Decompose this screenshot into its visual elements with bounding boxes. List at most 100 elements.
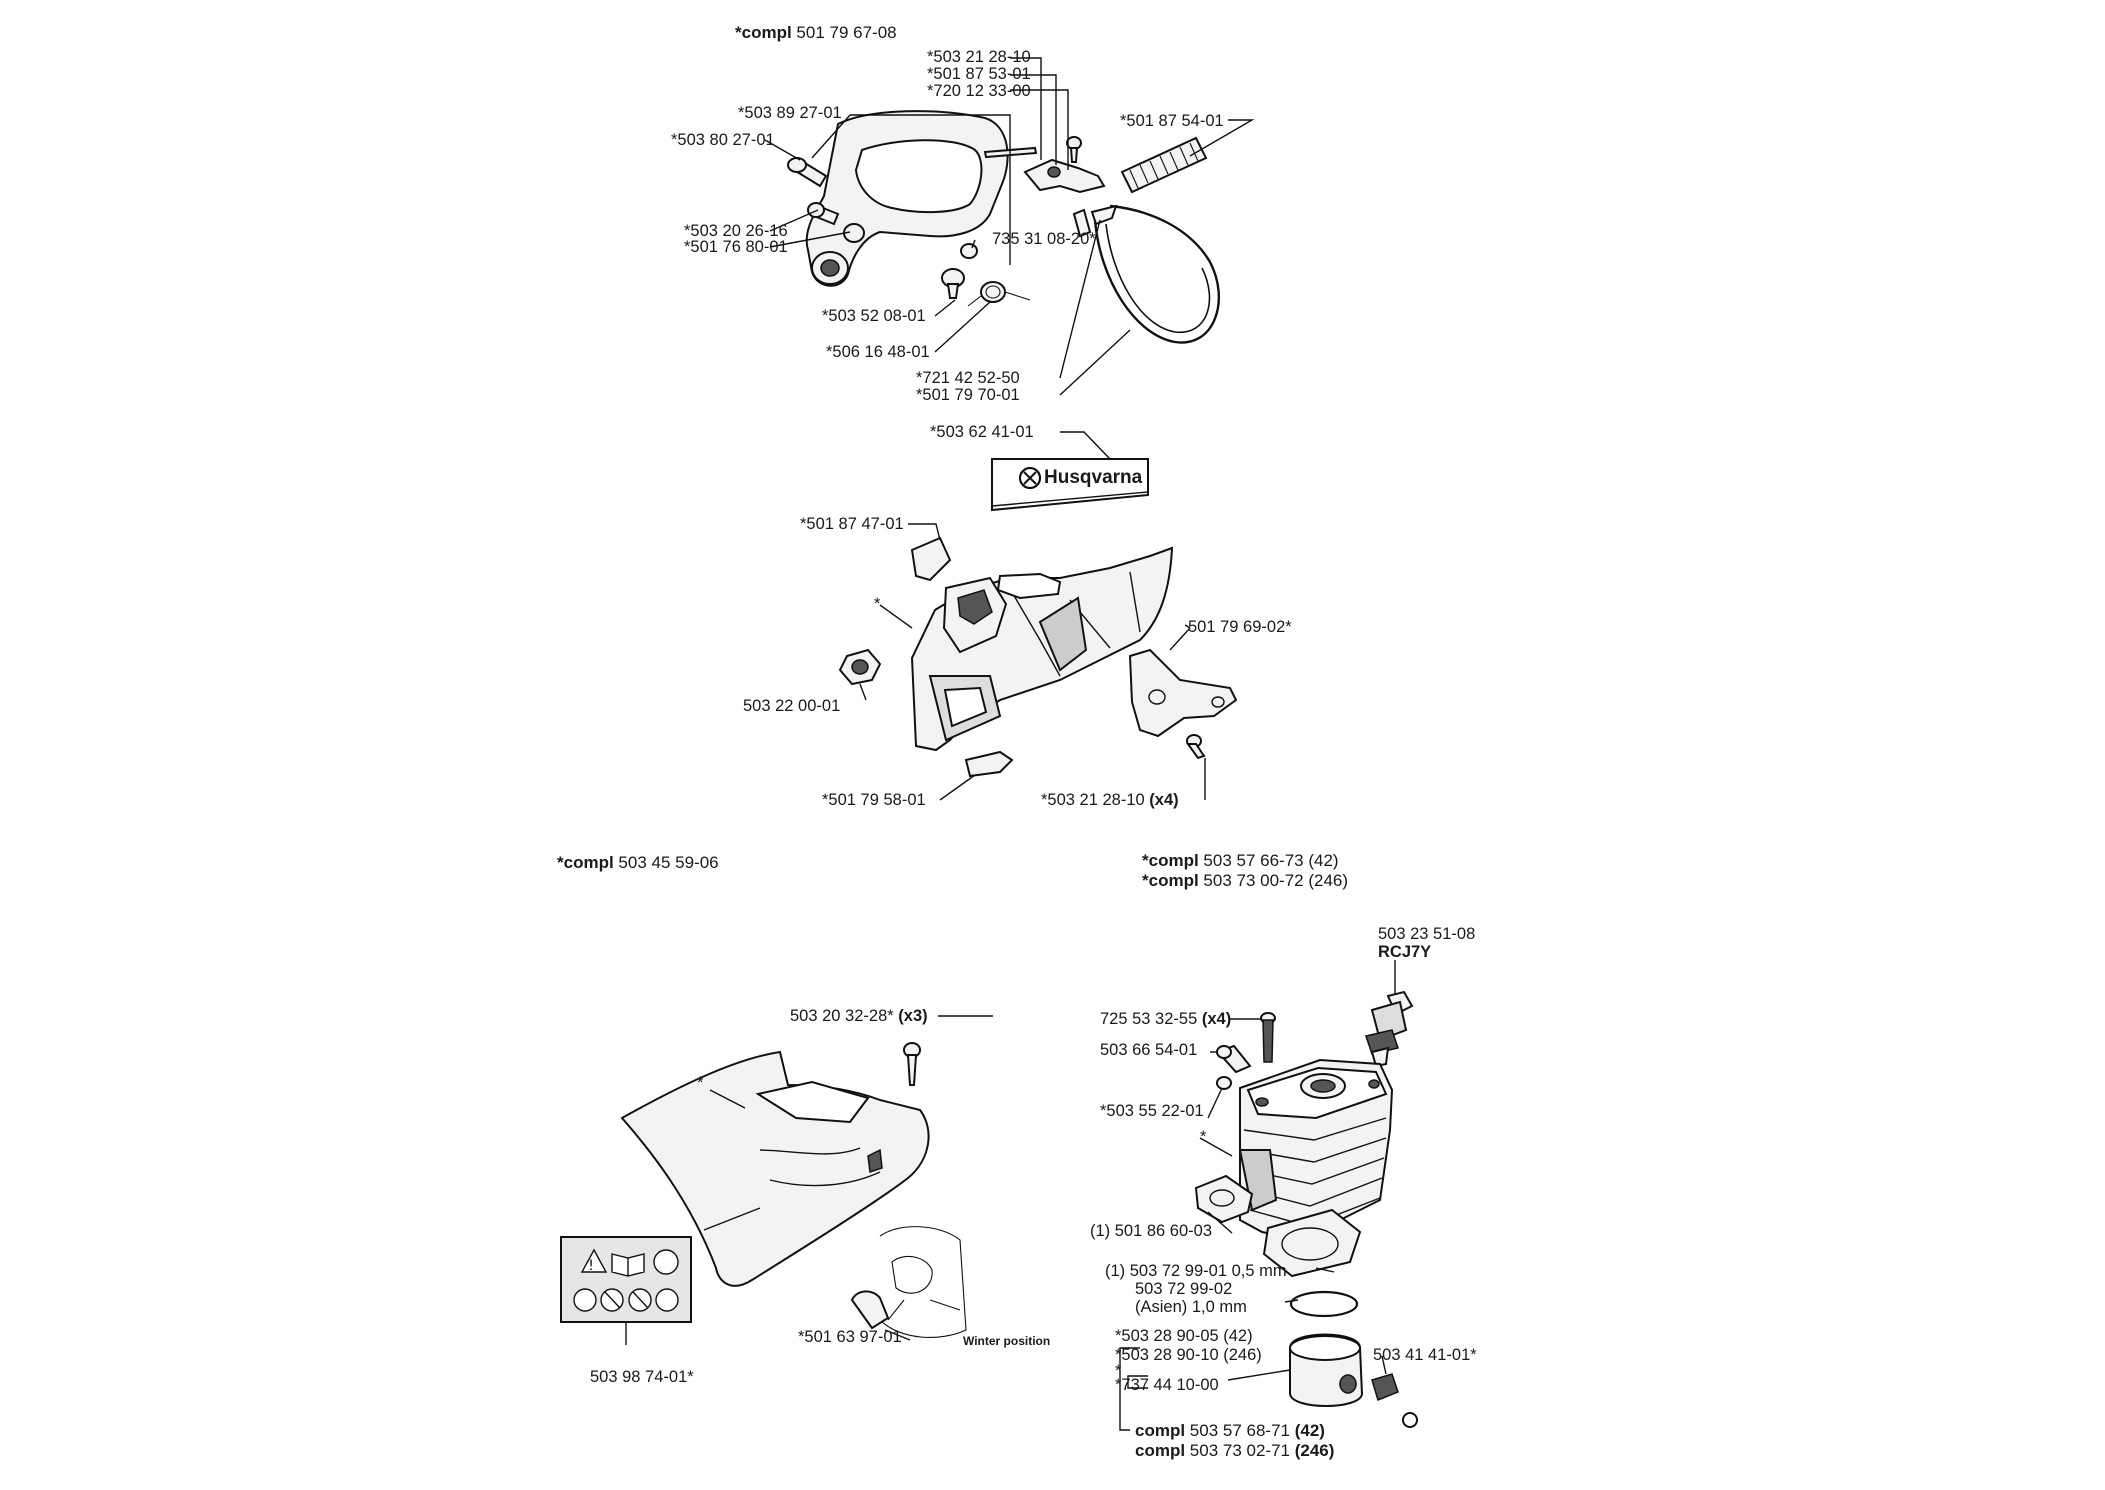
part-label: 503 66 54-01 bbox=[1100, 1041, 1198, 1059]
part-label: *501 87 54-01 bbox=[1120, 112, 1224, 130]
husqvarna-logo-icon bbox=[1018, 466, 1042, 490]
leader-lines-mid bbox=[859, 523, 1206, 801]
manual-book-icon bbox=[611, 1253, 645, 1277]
protective-gear-icon bbox=[655, 1288, 679, 1312]
part-label-qty: 725 53 32-55 (x4) bbox=[1100, 1010, 1231, 1029]
part-label: *503 28 90-10 (246) bbox=[1115, 1346, 1262, 1364]
part-label: 503 98 74-01* bbox=[590, 1368, 694, 1386]
part-label: (1) 501 86 60-03 bbox=[1090, 1222, 1213, 1240]
screw bbox=[807, 202, 840, 226]
kit-header-cover: *compl 503 45 59-06 bbox=[557, 852, 719, 873]
part-label: 501 79 69-02* bbox=[1188, 618, 1292, 636]
piston-ring bbox=[1289, 1290, 1359, 1318]
exhaust-gasket bbox=[1194, 1174, 1254, 1224]
part-label: *503 28 90-05 (42) bbox=[1115, 1327, 1253, 1345]
kit-header-piston-246: compl 503 73 02-71 (246) bbox=[1135, 1440, 1334, 1461]
bracket bbox=[910, 536, 952, 582]
kit-number: 503 57 68-71 bbox=[1189, 1421, 1290, 1440]
kit-header-cyl-42: *compl 503 57 66-73 (42) bbox=[1142, 850, 1339, 871]
part-quantity: (x4) bbox=[1149, 791, 1179, 809]
part-label: *503 21 28-10 bbox=[927, 48, 1031, 66]
cover-screw bbox=[903, 1042, 921, 1086]
part-label: 735 31 08-20* bbox=[992, 230, 1096, 248]
part-label: *737 44 10-00 bbox=[1115, 1376, 1219, 1394]
part-number: 725 53 32-55 bbox=[1100, 1010, 1198, 1028]
part-label-qty: *503 21 28-10 (x4) bbox=[1041, 791, 1179, 810]
clutch-cover-assembly bbox=[838, 536, 1238, 778]
helmet-icon bbox=[653, 1249, 679, 1275]
part-label: *501 79 58-01 bbox=[822, 791, 926, 809]
part-label: 503 72 99-02 bbox=[1135, 1280, 1233, 1298]
kit-prefix: *compl bbox=[557, 853, 614, 872]
part-label: 503 23 51-08 bbox=[1378, 925, 1476, 943]
kit-number: 503 73 02-71 bbox=[1189, 1441, 1290, 1460]
pivot-screw bbox=[941, 268, 965, 299]
part-label: * bbox=[874, 595, 881, 613]
bushing bbox=[787, 157, 828, 188]
kit-number: 501 79 67-08 bbox=[796, 23, 897, 42]
kit-prefix: *compl bbox=[735, 23, 792, 42]
part-label: (Asien) 1,0 mm bbox=[1135, 1298, 1247, 1316]
kit-header-top: *compl 501 79 67-08 bbox=[735, 22, 897, 43]
lever-screw bbox=[1066, 136, 1082, 163]
kit-header-cyl-246: *compl 503 73 00-72 (246) bbox=[1142, 870, 1348, 891]
leader-lines-cyl bbox=[1119, 960, 1396, 1431]
warning-triangle-icon: ! bbox=[580, 1248, 608, 1274]
winter-position-detail bbox=[879, 1226, 967, 1338]
part-quantity: (x3) bbox=[898, 1007, 928, 1025]
decompression-valve bbox=[1216, 1044, 1252, 1074]
part-label: *506 16 48-01 bbox=[826, 343, 930, 361]
leader-lines-top bbox=[764, 57, 1255, 396]
spark-plug bbox=[1365, 990, 1414, 1068]
kit-number: 503 45 59-06 bbox=[618, 853, 719, 872]
part-label: * bbox=[1115, 1362, 1122, 1380]
kit-model: (42) bbox=[1294, 1421, 1325, 1440]
cover-nut bbox=[838, 648, 882, 686]
valve-washer bbox=[1216, 1076, 1232, 1090]
part-label: * bbox=[697, 1074, 704, 1092]
cylinder-cover-assembly bbox=[620, 1042, 967, 1338]
part-label: 503 22 00-01 bbox=[743, 697, 841, 715]
part-label: *501 87 53-01 bbox=[927, 65, 1031, 83]
part-label: *503 62 41-01 bbox=[930, 423, 1034, 441]
part-label: * bbox=[1200, 1128, 1207, 1146]
kit-prefix: compl bbox=[1135, 1441, 1186, 1460]
circlip bbox=[1402, 1412, 1418, 1428]
coil-spring bbox=[1120, 136, 1208, 194]
part-number: 503 20 32-28* bbox=[790, 1007, 894, 1025]
brake-lever bbox=[1023, 158, 1106, 194]
needle-bearing bbox=[1371, 1373, 1399, 1402]
part-label: *501 87 47-01 bbox=[800, 515, 904, 533]
torsion-spring bbox=[967, 281, 1031, 307]
cover-plate bbox=[1128, 648, 1238, 738]
spark-plug-type: RCJ7Y bbox=[1378, 943, 1432, 961]
winter-position-label: Winter position bbox=[963, 1334, 1051, 1348]
kickback-icon bbox=[573, 1288, 597, 1312]
kit-header-piston-42: compl 503 57 68-71 (42) bbox=[1135, 1420, 1325, 1441]
kit-number: 503 57 66-73 (42) bbox=[1203, 851, 1339, 870]
washer bbox=[960, 243, 978, 259]
brand-name: Husqvarna bbox=[1044, 467, 1143, 488]
part-number: *503 21 28-10 bbox=[1041, 791, 1145, 809]
cylinder-bolt bbox=[1260, 1012, 1276, 1063]
cylinder-assembly bbox=[1194, 990, 1418, 1428]
kit-prefix: compl bbox=[1135, 1421, 1186, 1440]
part-label: *503 20 26-16 bbox=[684, 222, 788, 240]
kit-number: 503 73 00-72 (246) bbox=[1203, 871, 1349, 890]
part-label: *720 12 33-00 bbox=[927, 82, 1031, 100]
part-label-qty: 503 20 32-28* (x3) bbox=[790, 1007, 928, 1026]
kit-prefix: *compl bbox=[1142, 871, 1199, 890]
piston bbox=[1289, 1333, 1364, 1407]
kit-model: (246) bbox=[1294, 1441, 1335, 1460]
plate-screw bbox=[1186, 734, 1206, 760]
part-label: *501 63 97-01 bbox=[798, 1328, 902, 1346]
brake-band bbox=[1093, 204, 1220, 344]
base-gasket bbox=[1262, 1208, 1362, 1278]
part-label: *503 55 22-01 bbox=[1100, 1102, 1204, 1120]
part-label: *721 42 52-50 bbox=[916, 369, 1020, 387]
part-label: *503 52 08-01 bbox=[822, 307, 926, 325]
part-label: 503 41 41-01* bbox=[1373, 1346, 1477, 1364]
part-label: *501 76 80-01 bbox=[684, 238, 788, 256]
part-label: (1) 503 72 99-01 0,5 mm bbox=[1105, 1262, 1287, 1280]
